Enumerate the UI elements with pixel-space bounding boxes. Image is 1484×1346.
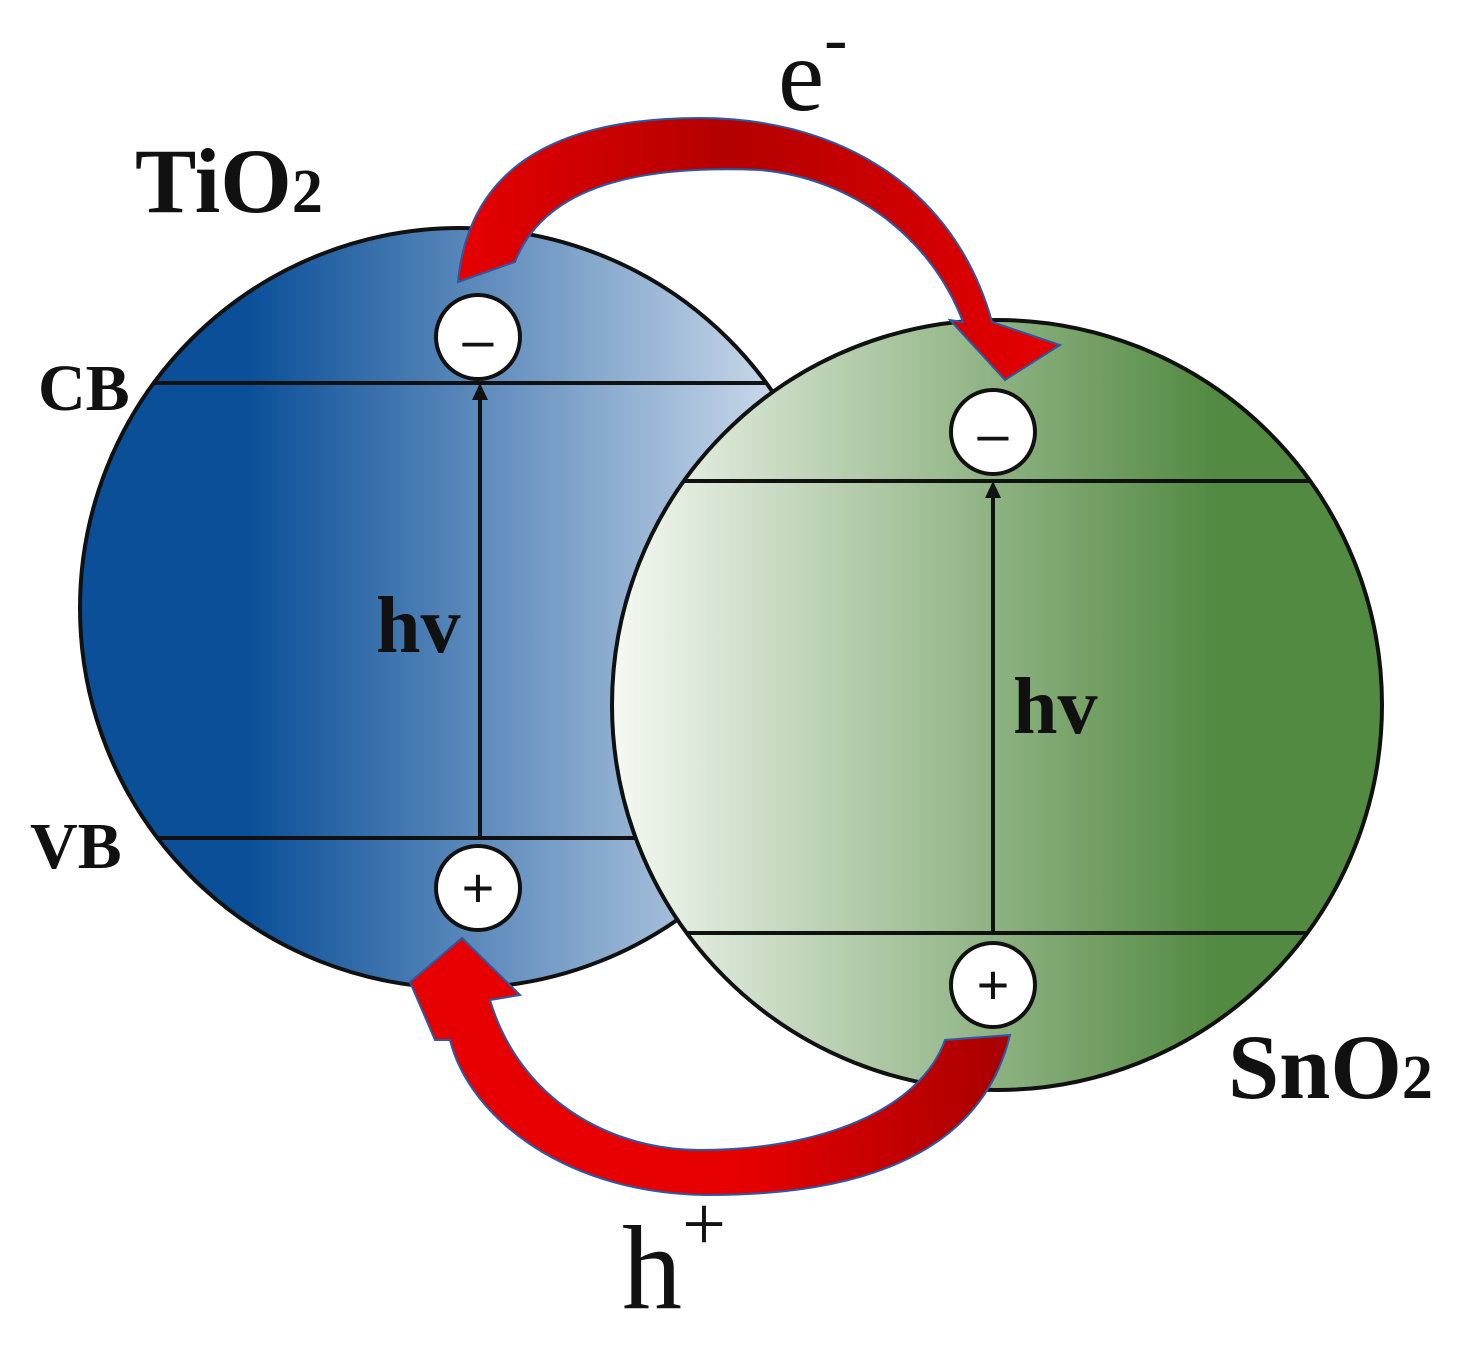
sno2-hole-sign: +	[977, 953, 1010, 1016]
tio2-hole-sign: +	[462, 856, 495, 919]
conduction-band-label: CB	[38, 352, 130, 425]
electron-label: e-	[778, 1, 847, 133]
tio2-photon-energy-label: hv	[376, 582, 461, 670]
electron-label-main: e	[778, 18, 824, 133]
sno2-sphere	[610, 318, 1384, 1092]
hole-label: h+	[622, 1180, 726, 1334]
sno2-photon-energy-label: hv	[1013, 663, 1098, 751]
tio2-label-subscript: 2	[292, 158, 323, 226]
sno2-excitation-arrowhead	[985, 481, 1001, 498]
valence-band-label: VB	[30, 810, 122, 883]
hole-label-superscript: +	[682, 1180, 726, 1267]
tio2-hole-marker: +	[434, 844, 522, 932]
sno2-particle	[610, 318, 1384, 1092]
sno2-label-main: SnO	[1228, 1016, 1402, 1118]
sno2-electron-marker: –	[949, 388, 1037, 476]
tio2-excitation-arrowhead	[472, 383, 488, 400]
tio2-electron-marker: –	[434, 293, 522, 381]
sno2-electron-sign: –	[977, 402, 1009, 465]
sno2-label-subscript: 2	[1402, 1044, 1433, 1112]
electron-transfer-arrow	[456, 116, 1063, 382]
tio2-label-main: TiO	[135, 130, 292, 232]
sno2-hole-marker: +	[949, 941, 1037, 1029]
tio2-label: TiO2	[135, 130, 323, 232]
hole-transfer-arrow	[408, 936, 1012, 1197]
tio2-electron-sign: –	[462, 308, 494, 371]
sno2-label: SnO2	[1228, 1016, 1433, 1118]
electron-label-superscript: -	[824, 1, 847, 78]
hole-label-main: h	[622, 1201, 682, 1334]
